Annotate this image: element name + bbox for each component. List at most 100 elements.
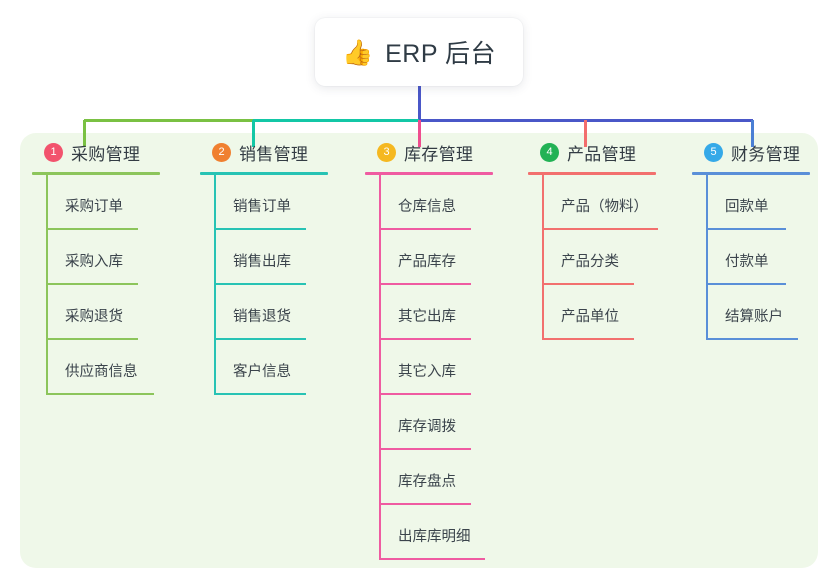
list-item[interactable]: 产品分类 [528, 230, 678, 285]
list-item-rule [214, 393, 306, 395]
list-item-label: 采购入库 [65, 254, 123, 270]
list-item-label: 产品分类 [561, 254, 619, 270]
list-item-label: 客户信息 [233, 364, 291, 380]
column-header-3[interactable]: 3 库存管理 [365, 140, 515, 164]
list-item-rule [379, 393, 471, 395]
list-item-rule [542, 338, 634, 340]
list-item-label: 产品（物料） [561, 199, 648, 215]
column-title-2: 销售管理 [239, 144, 309, 164]
column-header-rule-1 [32, 172, 160, 175]
list-item-label: 其它出库 [398, 309, 456, 325]
column-badge-4: 4 [540, 142, 559, 162]
list-item-label: 回款单 [725, 199, 769, 215]
column-header-5[interactable]: 5 财务管理 [692, 140, 822, 164]
list-item[interactable]: 回款单 [692, 175, 822, 230]
list-item-label: 结算账户 [725, 309, 783, 325]
list-item-rule [379, 283, 471, 285]
list-item-rule [379, 503, 471, 505]
column-title-1: 采购管理 [71, 144, 141, 164]
column-header-1[interactable]: 1 采购管理 [32, 140, 182, 164]
list-item-label: 库存调拨 [398, 419, 456, 435]
list-item-label: 产品库存 [398, 254, 456, 270]
list-item-label: 出库库明细 [398, 529, 471, 545]
list-item-rule [46, 338, 138, 340]
list-item[interactable]: 销售退货 [200, 285, 350, 340]
column-rail-5 [706, 175, 708, 340]
root-title: ERP 后台 [385, 40, 497, 68]
list-item-label: 其它入库 [398, 364, 456, 380]
column-5: 5 财务管理回款单付款单结算账户 [692, 140, 822, 340]
column-title-3: 库存管理 [404, 144, 474, 164]
list-item[interactable]: 出库库明细 [365, 505, 515, 560]
list-item[interactable]: 产品库存 [365, 230, 515, 285]
list-item-rule [379, 558, 485, 560]
column-badge-2: 2 [212, 142, 231, 162]
list-item-rule [542, 283, 634, 285]
column-3: 3 库存管理仓库信息产品库存其它出库其它入库库存调拨库存盘点出库库明细 [365, 140, 515, 560]
list-item-rule [214, 228, 306, 230]
column-rail-4 [542, 175, 544, 340]
list-item-rule [706, 283, 786, 285]
list-item[interactable]: 产品（物料） [528, 175, 678, 230]
diagram-panel [20, 133, 818, 568]
column-header-rule-2 [200, 172, 328, 175]
list-item-label: 库存盘点 [398, 474, 456, 490]
list-item-label: 付款单 [725, 254, 769, 270]
column-badge-1: 1 [44, 142, 63, 162]
list-item[interactable]: 客户信息 [200, 340, 350, 395]
list-item[interactable]: 其它出库 [365, 285, 515, 340]
column-title-5: 财务管理 [731, 144, 801, 164]
list-item-rule [542, 228, 658, 230]
list-item[interactable]: 仓库信息 [365, 175, 515, 230]
list-item-rule [379, 448, 471, 450]
column-title-4: 产品管理 [567, 144, 637, 164]
list-item[interactable]: 采购退货 [32, 285, 182, 340]
column-header-rule-5 [692, 172, 810, 175]
list-item-label: 产品单位 [561, 309, 619, 325]
list-item-rule [46, 283, 138, 285]
list-item-rule [706, 228, 786, 230]
list-item[interactable]: 产品单位 [528, 285, 678, 340]
list-item[interactable]: 结算账户 [692, 285, 822, 340]
list-item-label: 供应商信息 [65, 364, 138, 380]
column-header-rule-4 [528, 172, 656, 175]
list-item[interactable]: 其它入库 [365, 340, 515, 395]
column-header-2[interactable]: 2 销售管理 [200, 140, 350, 164]
root-node[interactable]: 👍 ERP 后台 [315, 18, 523, 86]
list-item-rule [214, 283, 306, 285]
column-4: 4 产品管理产品（物料） 产品分类产品单位 [528, 140, 678, 340]
list-item-rule [46, 228, 138, 230]
column-items-2: 销售订单销售出库销售退货客户信息 [200, 175, 350, 395]
list-item[interactable]: 销售出库 [200, 230, 350, 285]
list-item[interactable]: 供应商信息 [32, 340, 182, 395]
list-item[interactable]: 付款单 [692, 230, 822, 285]
column-rail-2 [214, 175, 216, 395]
list-item[interactable]: 销售订单 [200, 175, 350, 230]
column-header-rule-3 [365, 172, 493, 175]
list-item-label: 采购退货 [65, 309, 123, 325]
list-item[interactable]: 库存盘点 [365, 450, 515, 505]
column-items-4: 产品（物料） 产品分类产品单位 [528, 175, 678, 340]
list-item-label: 销售出库 [233, 254, 291, 270]
column-badge-3: 3 [377, 142, 396, 162]
list-item-rule [214, 338, 306, 340]
list-item[interactable]: 库存调拨 [365, 395, 515, 450]
column-2: 2 销售管理销售订单销售出库销售退货客户信息 [200, 140, 350, 395]
list-item-rule [379, 338, 471, 340]
list-item-label: 销售退货 [233, 309, 291, 325]
list-item-label: 仓库信息 [398, 199, 456, 215]
list-item-rule [706, 338, 798, 340]
column-rail-1 [46, 175, 48, 395]
column-rail-3 [379, 175, 381, 560]
column-items-1: 采购订单采购入库采购退货供应商信息 [32, 175, 182, 395]
list-item[interactable]: 采购订单 [32, 175, 182, 230]
column-items-5: 回款单付款单结算账户 [692, 175, 822, 340]
list-item-label: 销售订单 [233, 199, 291, 215]
list-item[interactable]: 采购入库 [32, 230, 182, 285]
column-items-3: 仓库信息产品库存其它出库其它入库库存调拨库存盘点出库库明细 [365, 175, 515, 560]
list-item-label: 采购订单 [65, 199, 123, 215]
list-item-rule [379, 228, 471, 230]
list-item-rule [46, 393, 154, 395]
column-badge-5: 5 [704, 142, 723, 162]
column-header-4[interactable]: 4 产品管理 [528, 140, 678, 164]
